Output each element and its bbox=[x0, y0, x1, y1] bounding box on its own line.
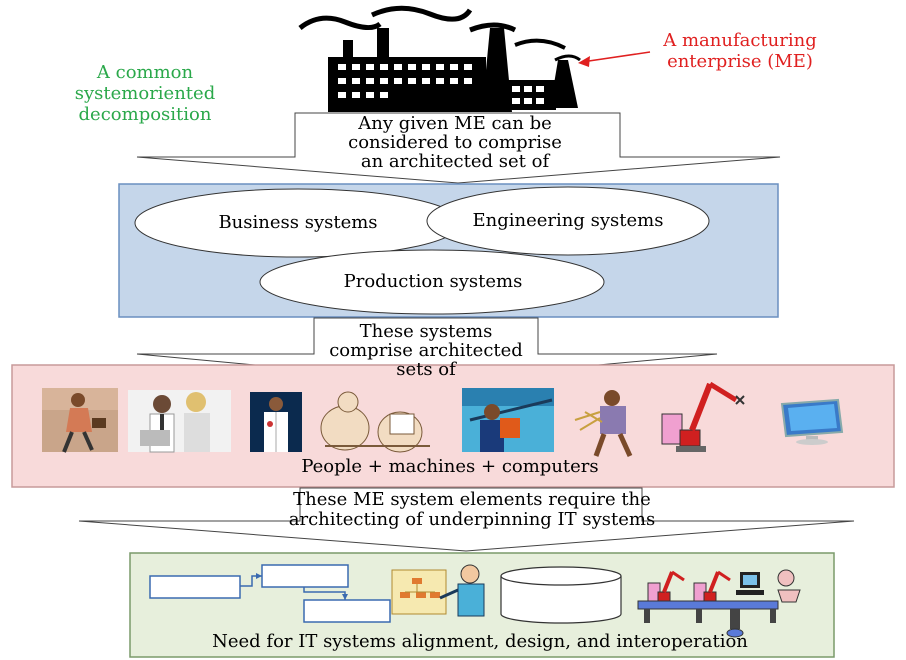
right-annotation-line: A manufacturing bbox=[663, 30, 817, 51]
arrow-1-line: an architected set of bbox=[360, 151, 550, 172]
left-annotation-line: decomposition bbox=[78, 104, 212, 125]
engineer-icon bbox=[462, 388, 554, 452]
arrow-1 bbox=[136, 112, 781, 184]
left-annotation: A common systemoriented decomposition bbox=[50, 62, 240, 125]
right-annotation-line: enterprise (ME) bbox=[667, 51, 813, 72]
it-caption: Need for IT systems alignment, design, a… bbox=[212, 631, 748, 652]
engineering-systems-ellipse bbox=[426, 186, 710, 256]
presenter-icon bbox=[391, 564, 485, 617]
pointer-arrow bbox=[578, 51, 651, 67]
arrow-3 bbox=[78, 487, 855, 552]
arrow-1-line: considered to comprise bbox=[348, 132, 562, 153]
left-annotation-line: A common bbox=[96, 62, 194, 83]
businesswoman-icon bbox=[42, 388, 118, 453]
arrow-1-line: Any given ME can be bbox=[358, 113, 552, 134]
database-icon bbox=[500, 566, 622, 624]
production-line-icon bbox=[637, 569, 801, 638]
arrow-3-text: These ME system elements require the arc… bbox=[262, 490, 682, 530]
arrow-2-line: comprise architected bbox=[329, 340, 523, 361]
flowchart-icon bbox=[149, 564, 391, 623]
engineering-systems-label: Engineering systems bbox=[472, 210, 664, 231]
factory-icon bbox=[298, 5, 581, 112]
craftsman-icon bbox=[574, 390, 633, 458]
arrow-3-line: These ME system elements require the bbox=[293, 489, 651, 510]
arrow-2-line: These systems bbox=[359, 321, 493, 342]
production-systems-label: Production systems bbox=[343, 271, 523, 292]
arrow-2-line: sets of bbox=[396, 359, 456, 380]
arrow-2-text: These systems comprise architected sets … bbox=[316, 322, 536, 379]
right-annotation: A manufacturing enterprise (ME) bbox=[630, 30, 850, 72]
arrow-3-line: architecting of underpinning IT systems bbox=[288, 509, 656, 530]
arrow-1-text: Any given ME can be considered to compri… bbox=[300, 114, 610, 171]
production-systems-ellipse bbox=[259, 249, 605, 315]
doctor-icon bbox=[250, 392, 302, 452]
office-worker-icon bbox=[320, 391, 430, 453]
business-systems-label: Business systems bbox=[218, 212, 378, 233]
elements-caption: People + machines + computers bbox=[301, 456, 599, 477]
team-icon bbox=[128, 390, 231, 453]
left-annotation-line: systemoriented bbox=[74, 83, 216, 104]
robot-arm-icon bbox=[661, 381, 745, 452]
monitor-icon bbox=[780, 398, 844, 445]
